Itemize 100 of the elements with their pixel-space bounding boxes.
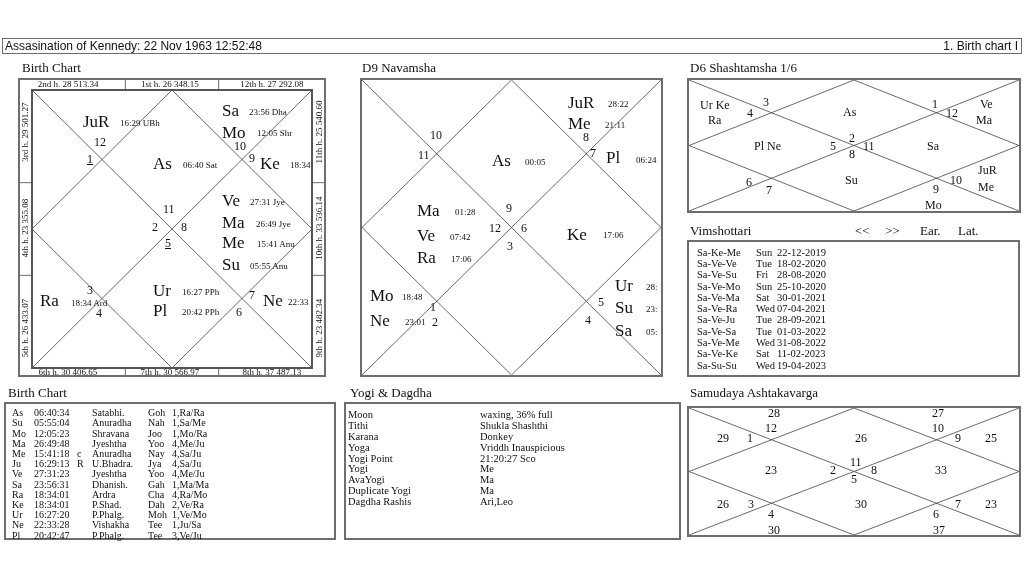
ashtakavarga-score: 2 [830,464,836,476]
nav-link: Lat. [958,223,979,237]
table-cell: P.Shad. [92,499,122,510]
planet-name: Ve [222,191,240,209]
ashtakavarga-score: 28 [768,407,780,419]
panel-heading: Samudaya Ashtakavarga [690,385,818,399]
table-cell: R [77,459,84,470]
planet-name: Ra [417,248,436,266]
chart-entry: Su [845,174,858,186]
table-cell: 4,Sa/Ju [172,459,202,470]
planet-degree: 12:05 Shr [257,128,293,138]
table-cell: 31-08-2022 [777,337,826,349]
ashtakavarga-score: 25 [985,432,997,444]
table-cell: Mo [12,428,26,439]
planet-name: JuR [568,93,595,111]
table-cell: Satabhi. [92,408,125,419]
ashtakavarga-score: 9 [955,432,961,444]
ashtakavarga-score: 4 [768,508,774,520]
table-cell: 06:40:34 [34,408,70,419]
table-cell: Ma [480,474,494,486]
ashtakavarga-score: 30 [768,524,780,536]
table-cell: 4,Sa/Ju [172,448,202,459]
table-cell: 1,Mo/Ra [172,428,208,439]
table-cell: Sa-Ve-Ve [697,258,737,270]
chart-title: Assasination of Kennedy: 22 Nov 1963 12:52:48 [5,40,262,52]
planet-degree: 23: [646,304,658,314]
house-label: 8th h. 37 487.13 [242,367,302,377]
table-cell: 11-02-2023 [777,349,826,360]
table-cell: AvaYogi [348,474,385,486]
table-cell: Sa-Ke-Me [697,247,741,258]
planet-name: Pl [606,148,621,166]
planet-degree: 28:22 [608,99,629,109]
planet-name: Su [222,255,240,273]
table-cell: Sa-Ve-Me [697,337,740,349]
sign-number: 9 [506,202,512,214]
planet-degree: 17:06 [603,230,624,240]
sign-number: 12 [94,136,106,148]
planet-name: As [153,154,172,172]
table-cell: Ju [12,459,21,470]
panel-heading: Birth Chart [22,60,81,74]
table-cell: Jya [148,459,162,470]
planet-degree: 16:29 UBh [120,118,160,128]
table-cell: Me [12,448,26,459]
planet-name: JuR [83,112,110,130]
table-cell: P.Phalg. [92,510,125,521]
sign-number: 8 [583,131,589,143]
ashtakavarga-score: 33 [935,464,947,476]
table-cell: Ur [12,510,23,521]
sign-number: 12 [489,222,501,234]
chart-entry: Me [978,181,994,193]
sign-number: 8 [181,221,187,233]
chart-entry: 8 [849,148,855,160]
table-cell: Vishakha [92,520,130,531]
planet-name: Me [568,114,591,132]
table-cell: Ve [12,469,23,480]
table-cell: Cha [148,489,165,500]
planet-degree: 17:06 [451,254,472,264]
planet-degree: 22:33 [288,297,309,307]
table-cell: Ra [12,489,24,500]
chart-entry: 2 [849,132,855,144]
table-cell: Sat [756,349,770,360]
table-cell: Tue [756,326,772,337]
chart-entry: Ur Ke [700,99,730,111]
table-cell: 26:49:48 [34,438,70,449]
chart-entry: 7 [766,184,772,196]
table-cell: Wed [756,337,775,349]
planet-name: Mo [222,123,246,141]
chart-entry: JuR [978,164,997,176]
table-cell: 1,Ve/Mo [172,510,207,521]
panel-heading: Birth Chart [8,385,67,399]
table-cell: Sa [12,479,22,490]
sign-number: 4 [585,314,591,326]
table-cell: 07-04-2021 [777,303,826,315]
table-cell: Shravana [92,428,130,439]
chart-entry: Pl Ne [754,140,781,152]
table-cell: 22:33:28 [34,520,70,531]
chart-entry: 4 [747,107,753,119]
table-cell: 4,Ra/Mo [172,489,208,500]
chart-entry: 3 [763,96,769,108]
chart-entry: 9 [933,183,939,195]
ashtakavarga-score: 27 [932,407,944,419]
table-cell: Tee [148,520,163,531]
table-cell: Ardra [92,489,116,500]
table-cell: Moon [348,410,374,421]
table-cell: Su [12,418,23,429]
table-cell: Sa-Ve-Mo [697,281,741,292]
table-cell: Sat [756,292,770,304]
table-cell: Dhanish. [92,479,128,490]
table-cell: U.Bhadra. [92,459,134,470]
ashtakavarga-score: 23 [765,464,777,476]
sign-number: 1 [430,301,436,313]
ashtakavarga-score: 7 [955,498,961,510]
table-cell: 4,Me/Ju [172,469,205,480]
sign-number: 9 [249,152,255,164]
ashtakavarga-score: 12 [765,422,777,434]
table-cell: 27:31:23 [34,469,70,480]
table-cell: Yoo [148,438,165,449]
sign-number: 7 [249,289,255,301]
table-cell: Tue [756,315,772,326]
sign-number: 6 [521,222,527,234]
